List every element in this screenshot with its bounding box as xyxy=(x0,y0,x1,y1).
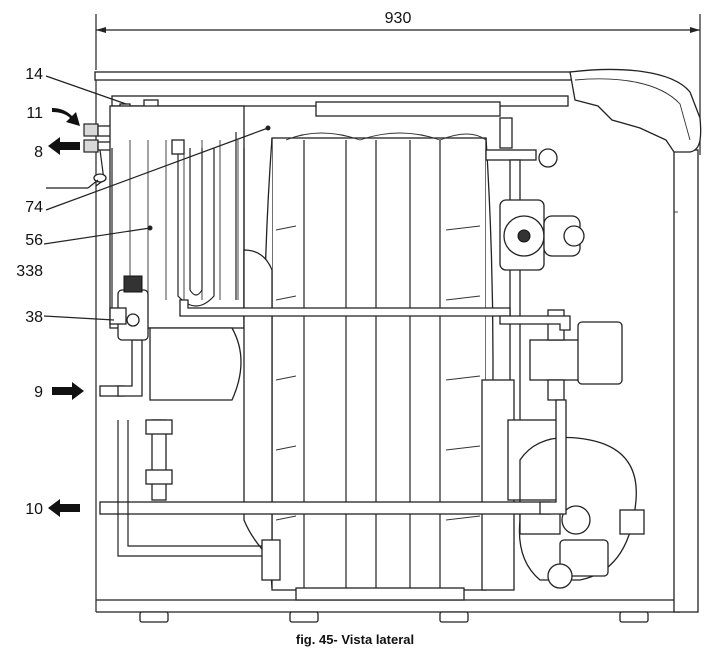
arrow-in-11 xyxy=(52,108,80,126)
callout-56: 56 xyxy=(25,232,43,249)
callout-9: 9 xyxy=(34,384,43,401)
three-way-valve xyxy=(529,309,623,401)
safety-valve xyxy=(109,275,149,341)
callout-14: 14 xyxy=(25,66,43,83)
callout-74: 74 xyxy=(25,199,43,216)
leaders xyxy=(43,75,271,321)
arrow-out-10 xyxy=(48,499,80,517)
arrow-out-8 xyxy=(48,137,80,155)
cabinet xyxy=(94,68,702,623)
flow-arrows xyxy=(48,108,84,517)
callout-labels: 14 11 8 74 56 338 38 9 10 xyxy=(16,66,43,518)
callout-338: 338 xyxy=(16,263,43,280)
pipes xyxy=(99,132,571,581)
callout-38: 38 xyxy=(25,309,43,326)
heat-exchanger xyxy=(149,132,494,601)
leader-56 xyxy=(45,127,269,211)
leader-38 xyxy=(43,315,115,321)
figure-caption: fig. 45- Vista lateral xyxy=(296,632,414,647)
leader-338 xyxy=(43,227,151,245)
arrow-in-9 xyxy=(52,382,84,400)
circulator-pump xyxy=(499,199,585,271)
callout-8: 8 xyxy=(34,144,43,161)
gas-valve-fan xyxy=(481,379,645,591)
callout-11: 11 xyxy=(26,105,43,122)
right-components xyxy=(481,117,678,591)
leader-14 xyxy=(45,75,127,105)
width-dimension-label: 930 xyxy=(385,10,412,27)
callout-10: 10 xyxy=(25,501,43,518)
width-dimension: 930 xyxy=(95,10,701,155)
